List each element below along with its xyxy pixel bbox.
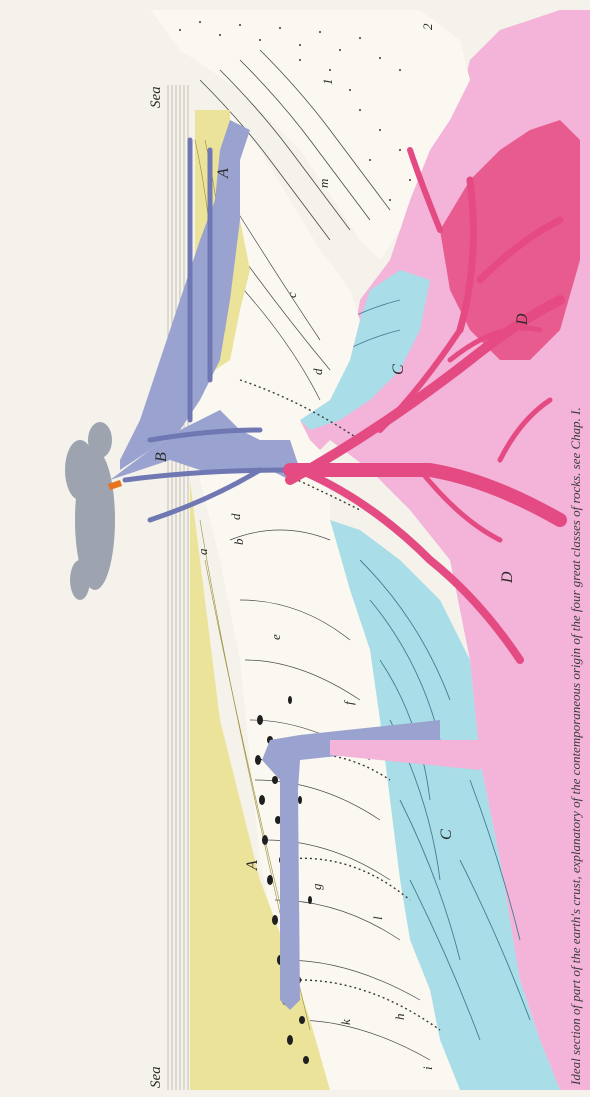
label-b-upper: b: [231, 538, 246, 545]
plate-caption: Ideal section of part of the earth's cru…: [568, 407, 583, 1086]
label-h: h: [392, 1014, 407, 1021]
label-plutonic-upper: D: [514, 313, 531, 326]
label-k: k: [338, 1019, 353, 1025]
label-plutonic-lower: D: [499, 571, 516, 584]
label-g: g: [309, 883, 324, 890]
label-aqueous-lower: A: [244, 860, 261, 871]
sea-label-bottom: Sea: [148, 1066, 164, 1088]
label-metamorphic-lower: C: [438, 829, 455, 840]
label-i: i: [420, 1066, 435, 1070]
label-aqueous-upper: A: [215, 168, 232, 179]
label-a: a: [195, 548, 210, 555]
label-two: 2: [420, 23, 435, 30]
label-metamorphic-upper: C: [390, 364, 407, 375]
label-volcanic: B: [153, 452, 170, 462]
label-e: e: [268, 634, 283, 640]
label-l: l: [370, 916, 385, 920]
sea-label-top: Sea: [148, 86, 164, 108]
label-c: c: [284, 292, 299, 298]
label-one: 1: [320, 79, 335, 86]
label-d-upper: d: [310, 368, 325, 375]
label-d-lower: d: [228, 513, 243, 520]
label-m: m: [316, 179, 331, 188]
